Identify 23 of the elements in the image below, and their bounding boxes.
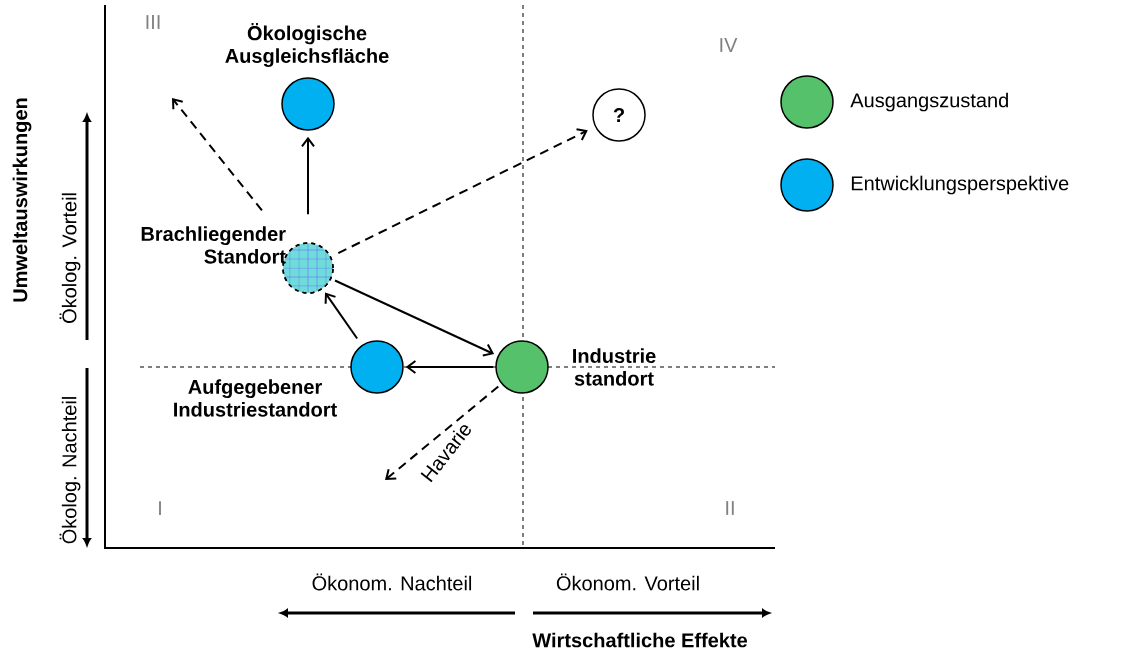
axis-label: Wirtschaftliche Effekte	[532, 632, 748, 648]
legend-label: Ausgangszustand	[850, 92, 1008, 112]
node-label: Aufgegebener Industriestandort	[174, 379, 337, 417]
arrow	[301, 136, 315, 216]
quadrant-number: I	[159, 501, 161, 515]
axis-label: Umweltauswirkungen	[12, 98, 32, 302]
quadrant-number: III	[146, 15, 160, 29]
arrow	[172, 98, 263, 212]
axis-label: Ökolog. Nachteil	[59, 397, 81, 544]
node-label: Ökologische Ausgleichsfläche	[225, 23, 389, 67]
node-label: Industrie standort	[573, 348, 656, 386]
quadrant-number: IV	[720, 38, 738, 52]
arrow	[334, 279, 495, 357]
quadrant-number: II	[726, 501, 734, 515]
node-label: Brachliegender Standort	[141, 226, 286, 264]
arrow	[337, 128, 588, 255]
axis-label: Ökonom. Nachteil	[312, 573, 472, 591]
axis-label: Ökonom. Vorteil	[556, 573, 699, 591]
arrow	[385, 385, 500, 480]
arrow	[405, 360, 495, 374]
legend-label: Entwicklungsperspektive	[851, 175, 1069, 195]
axis-label: Ökolog. Vorteil	[59, 193, 81, 324]
arrow	[324, 292, 359, 340]
